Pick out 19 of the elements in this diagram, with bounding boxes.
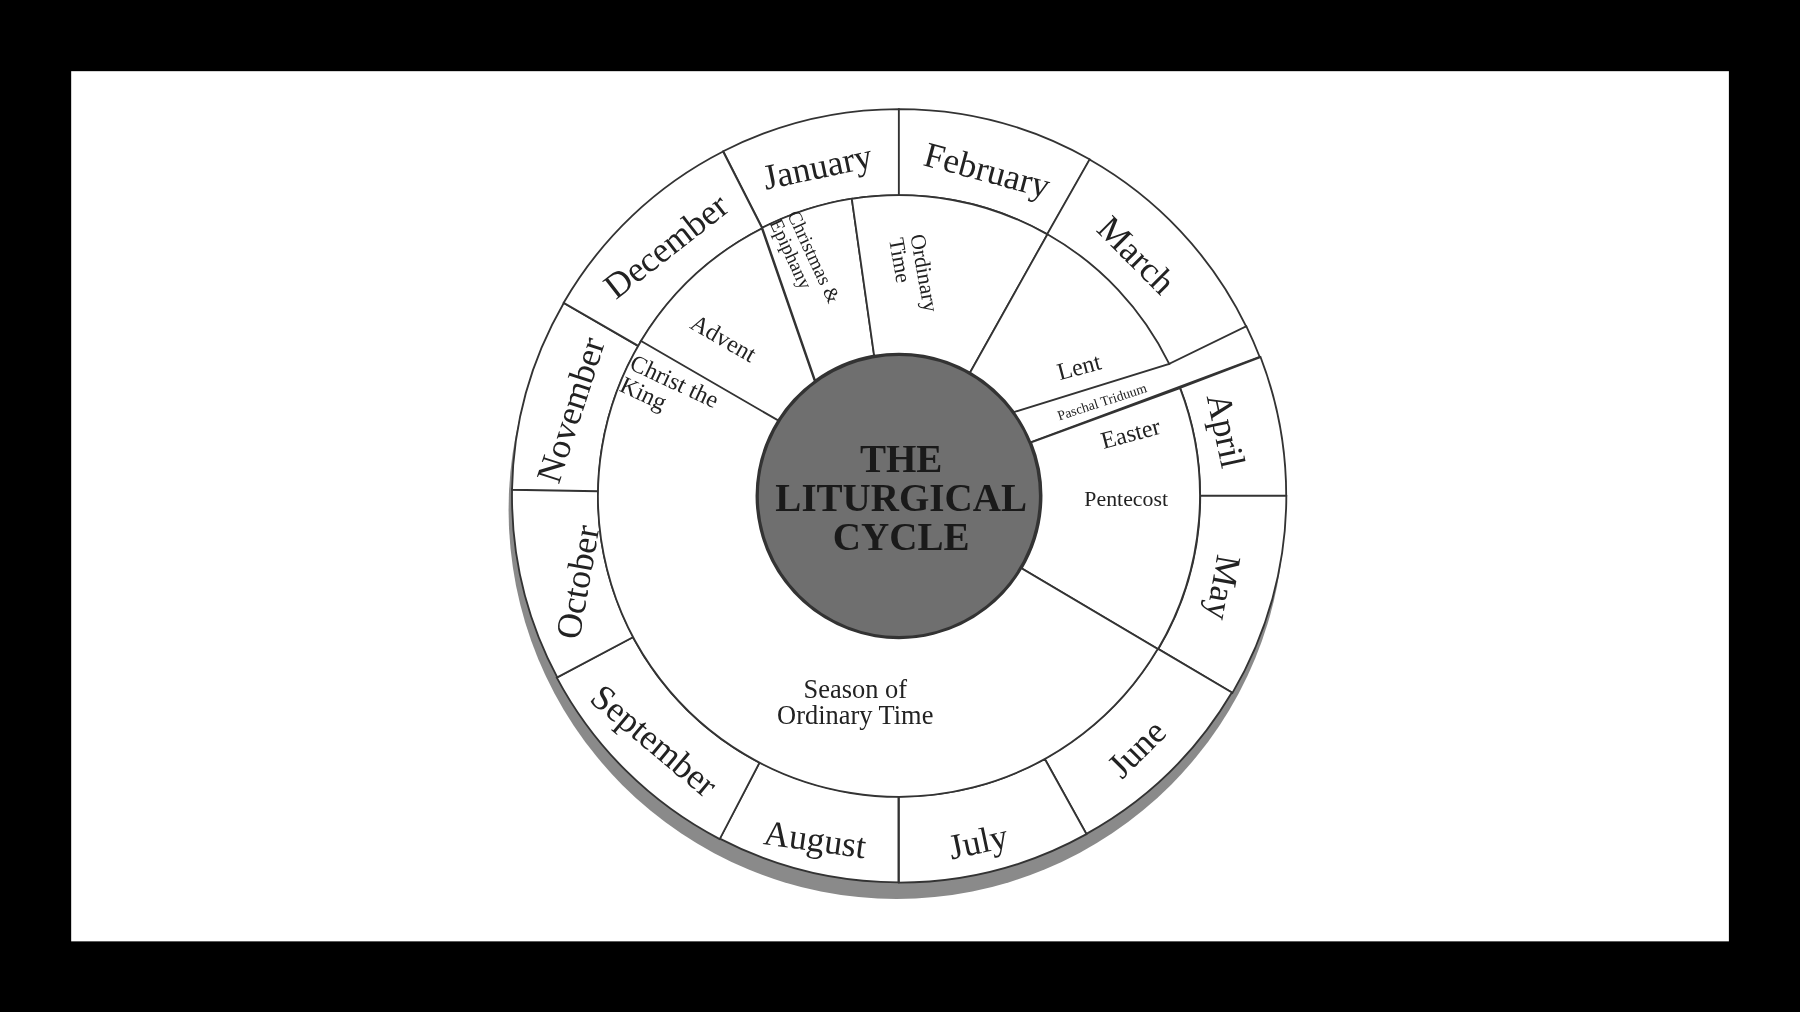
month-name: April <box>1200 390 1252 471</box>
month-segment <box>897 757 1088 884</box>
season-name: Pentecost <box>1084 487 1168 510</box>
wheel-title: THE LITURGICAL CYCLE <box>774 439 1028 557</box>
season-name: Ordinary Time <box>885 232 945 316</box>
season-name: Season of Ordinary Time <box>776 676 935 729</box>
month-name: January <box>759 137 876 196</box>
month-segment <box>719 761 900 884</box>
season-name: Christ the King <box>616 350 724 418</box>
month-name: February <box>920 136 1054 204</box>
month-name: July <box>945 817 1011 866</box>
month-name: August <box>761 814 869 864</box>
month-segment <box>1043 647 1233 836</box>
month-segment <box>897 107 1092 236</box>
month-segment <box>510 488 635 679</box>
month-segment <box>1178 356 1287 498</box>
month-name: June <box>1100 712 1173 785</box>
month-name: October <box>549 522 605 642</box>
month-name: May <box>1200 552 1247 623</box>
